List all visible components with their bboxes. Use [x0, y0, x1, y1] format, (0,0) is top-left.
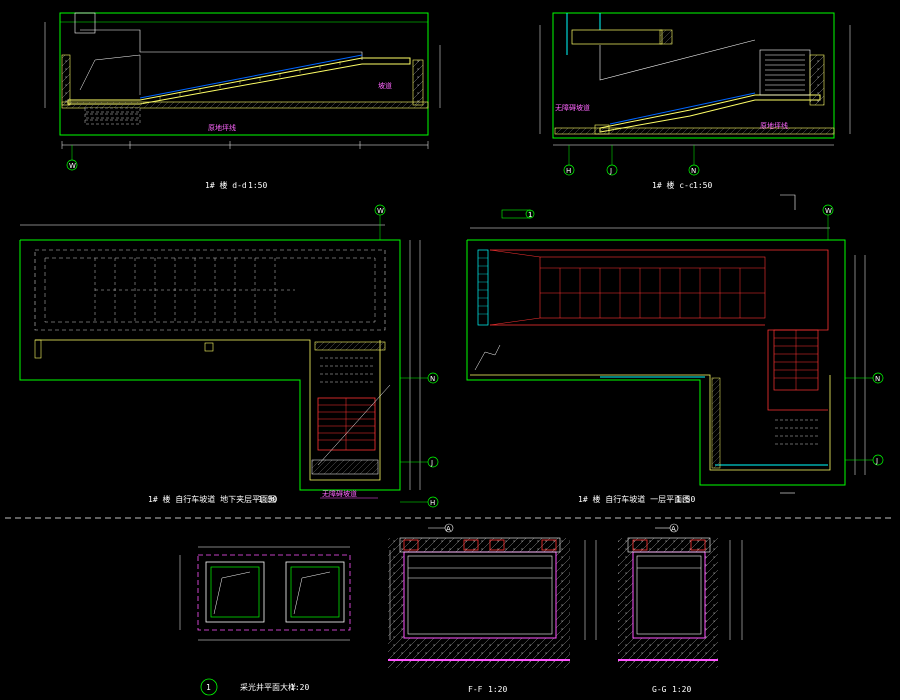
pr-title: 1# 楼 自行车坡道 一层平面图	[578, 494, 690, 504]
plan-left: W N J H 无障碍坡道 1# 楼 自行车坡道 地下夹层平面图 1:50	[19, 204, 439, 508]
detail-lightwell-plan: 1 采光井平面大样 1:20	[179, 546, 351, 696]
pr-marker: 1	[528, 211, 532, 219]
section-ff: A F-F 1:20	[388, 523, 597, 694]
dd-axis-w: W	[69, 162, 76, 170]
pr-axis-n: N	[875, 375, 880, 383]
section-cc: 无障碍坡道 原地坪线 H J N 1# 楼 c-c 1:50	[539, 12, 851, 190]
cc-axis-n: N	[691, 167, 696, 175]
plan-right: W N J 1 1# 楼 自行车坡道 一层平面图 1:50	[466, 194, 884, 504]
detail-number: 1	[206, 683, 211, 692]
gg-title: G-G	[652, 685, 667, 694]
pl-axis-j: J	[430, 459, 433, 467]
section-dd: 坡道 原地坪线 W 1# 楼 d-d 1:50	[44, 12, 441, 190]
dd-scale: 1:50	[248, 181, 267, 190]
cc-axis-h: H	[566, 167, 571, 175]
gg-tag: A	[671, 525, 676, 533]
gg-scale: 1:20	[672, 685, 691, 694]
cc-ramp-label: 无障碍坡道	[555, 103, 590, 112]
detail-title: 采光井平面大样	[240, 682, 296, 692]
pl-scale: 1:50	[258, 495, 277, 504]
ff-scale: 1:20	[488, 685, 507, 694]
pl-axis-w: W	[377, 207, 384, 215]
cc-floor-label: 原地坪线	[760, 121, 788, 130]
pl-note: 无障碍坡道	[322, 489, 357, 498]
detail-scale: 1:20	[290, 683, 309, 692]
cc-scale: 1:50	[693, 181, 712, 190]
ff-title: F-F	[468, 685, 483, 694]
pr-axis-j: J	[875, 457, 878, 465]
pl-title: 1# 楼 自行车坡道 地下夹层平面图	[148, 494, 276, 504]
dd-floor-label: 原地坪线	[208, 123, 236, 132]
pl-axis-n: N	[430, 375, 435, 383]
section-gg: A G-G 1:20	[618, 523, 743, 694]
cc-title: 1# 楼 c-c	[652, 180, 694, 190]
pl-axis-h: H	[430, 499, 435, 507]
pr-scale: 1:50	[676, 495, 695, 504]
pr-axis-w: W	[825, 207, 832, 215]
cc-axis-j: J	[609, 167, 612, 175]
dd-ramp-label: 坡道	[378, 81, 392, 90]
dd-title: 1# 楼 d-d	[205, 180, 247, 190]
ff-tag: A	[446, 525, 451, 533]
